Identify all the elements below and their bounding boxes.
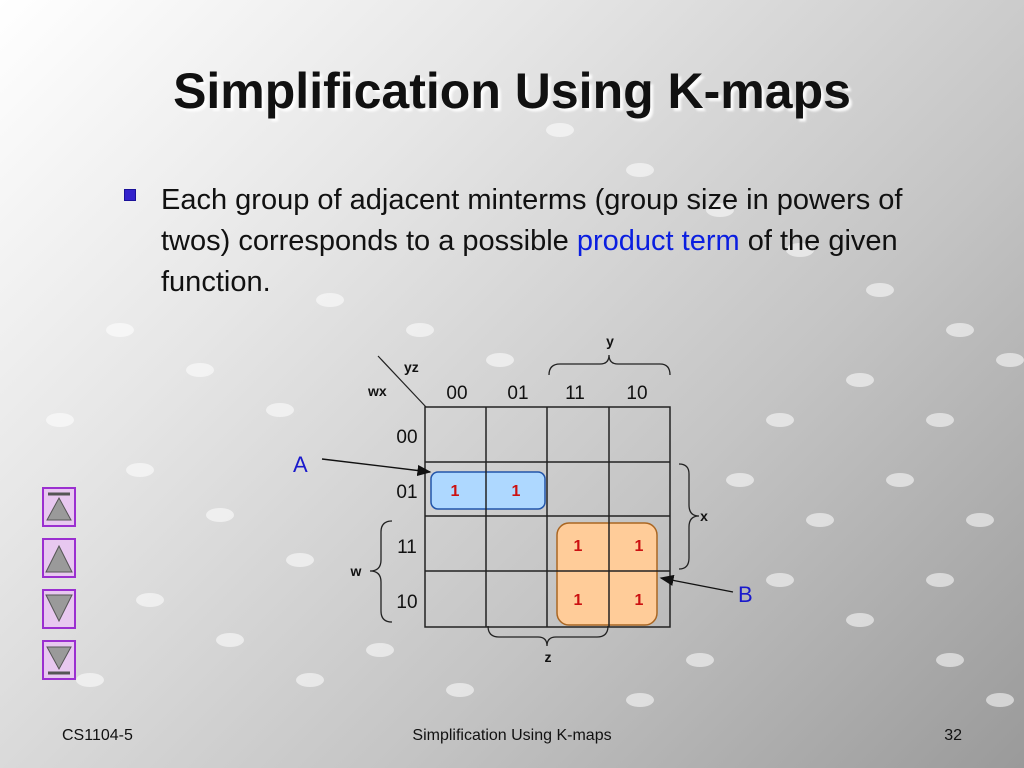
group-b-label: B xyxy=(738,582,753,607)
col-header: 10 xyxy=(626,383,647,404)
brace-label-z: z xyxy=(545,649,552,665)
brace-label-x: x xyxy=(700,508,708,524)
kmap-cell: 1 xyxy=(451,483,460,500)
previous-slide-button[interactable] xyxy=(42,538,76,578)
kmap-cell: 1 xyxy=(512,483,521,500)
row-header: 11 xyxy=(397,537,417,558)
next-slide-button[interactable] xyxy=(42,589,76,629)
bullet-text-part2: of the given function. xyxy=(161,225,898,298)
col-header: 01 xyxy=(507,383,528,404)
last-slide-icon xyxy=(46,646,72,675)
bullet-text-part1: Each group of adjacent minterms (group s… xyxy=(161,184,903,257)
brace-z xyxy=(487,625,609,647)
group-a-arrow xyxy=(321,458,432,477)
bullet-square-icon xyxy=(124,189,136,201)
footer-course-code: CS1104-5 xyxy=(62,727,133,744)
bullet-point: Each group of adjacent minterms (group s… xyxy=(124,180,944,303)
corner-row-var: wx xyxy=(367,383,387,399)
slide-title: Simplification Using K-maps xyxy=(173,63,851,119)
brace-label-y: y xyxy=(606,333,614,349)
last-slide-button[interactable] xyxy=(42,640,76,680)
brace-w xyxy=(369,520,393,623)
group-b-highlight xyxy=(556,522,658,626)
highlight-term: term xyxy=(681,225,740,257)
group-a-label: A xyxy=(293,452,308,477)
kmap-cell: 1 xyxy=(635,592,644,609)
footer-page-number: 32 xyxy=(944,727,962,744)
col-header: 11 xyxy=(565,383,585,404)
brace-x xyxy=(678,463,700,570)
kmap-cell: 1 xyxy=(574,538,583,555)
kmap-cells: 1 1 1 1 1 1 xyxy=(451,483,644,609)
row-header: 10 xyxy=(396,592,417,613)
kmap-cell: 1 xyxy=(574,592,583,609)
bullet-text: Each group of adjacent minterms (group s… xyxy=(161,180,944,303)
brace-y xyxy=(548,354,671,376)
next-slide-icon xyxy=(45,594,73,623)
kmap-grid xyxy=(424,406,671,628)
col-header: 00 xyxy=(446,383,467,404)
row-header: 01 xyxy=(396,482,417,503)
brace-label-w: w xyxy=(350,563,362,579)
highlight-product: product xyxy=(576,225,674,257)
column-headers: 00 01 11 10 xyxy=(446,383,647,404)
row-headers: 00 01 11 10 xyxy=(396,427,417,613)
corner-diagonal xyxy=(377,355,427,408)
first-slide-button[interactable] xyxy=(42,487,76,527)
kmap-cell: 1 xyxy=(635,538,644,555)
previous-slide-icon xyxy=(45,544,73,573)
group-b-arrow xyxy=(659,574,734,593)
row-header: 00 xyxy=(396,427,417,448)
corner-col-var: yz xyxy=(404,359,419,375)
first-slide-icon xyxy=(46,492,72,521)
group-a-highlight xyxy=(430,471,546,510)
footer-title: Simplification Using K-maps xyxy=(412,727,612,744)
